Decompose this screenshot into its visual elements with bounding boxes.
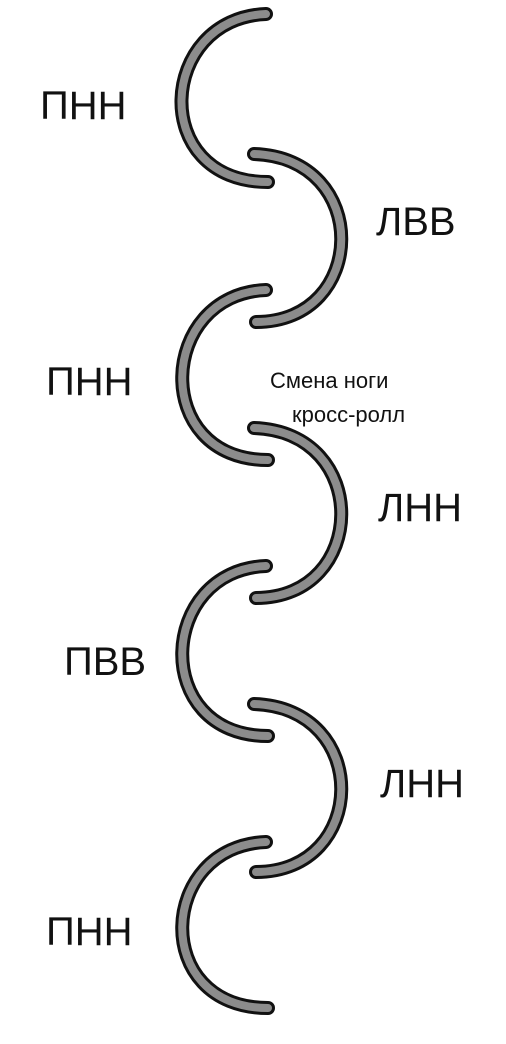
lobe-label-4: ЛНН [378, 486, 463, 530]
arc-6 [247, 697, 349, 879]
lobe-label-3: ПНН [46, 360, 133, 404]
arc-3 [175, 283, 275, 467]
lobe-label-5: ПВВ [64, 640, 147, 684]
lobe-label-6: ЛНН [380, 762, 465, 806]
arc-7 [175, 835, 275, 1015]
note-line-1: Смена ноги [270, 368, 389, 393]
arc-1 [174, 7, 275, 189]
arc-4 [247, 421, 349, 605]
note-line-2: кросс-ролл [292, 402, 406, 427]
arc-5 [175, 559, 275, 743]
arc-2 [247, 147, 349, 329]
lobe-label-7: ПНН [46, 910, 133, 954]
lobe-label-1: ПНН [40, 84, 127, 128]
lobe-label-2: ЛВВ [376, 200, 456, 244]
